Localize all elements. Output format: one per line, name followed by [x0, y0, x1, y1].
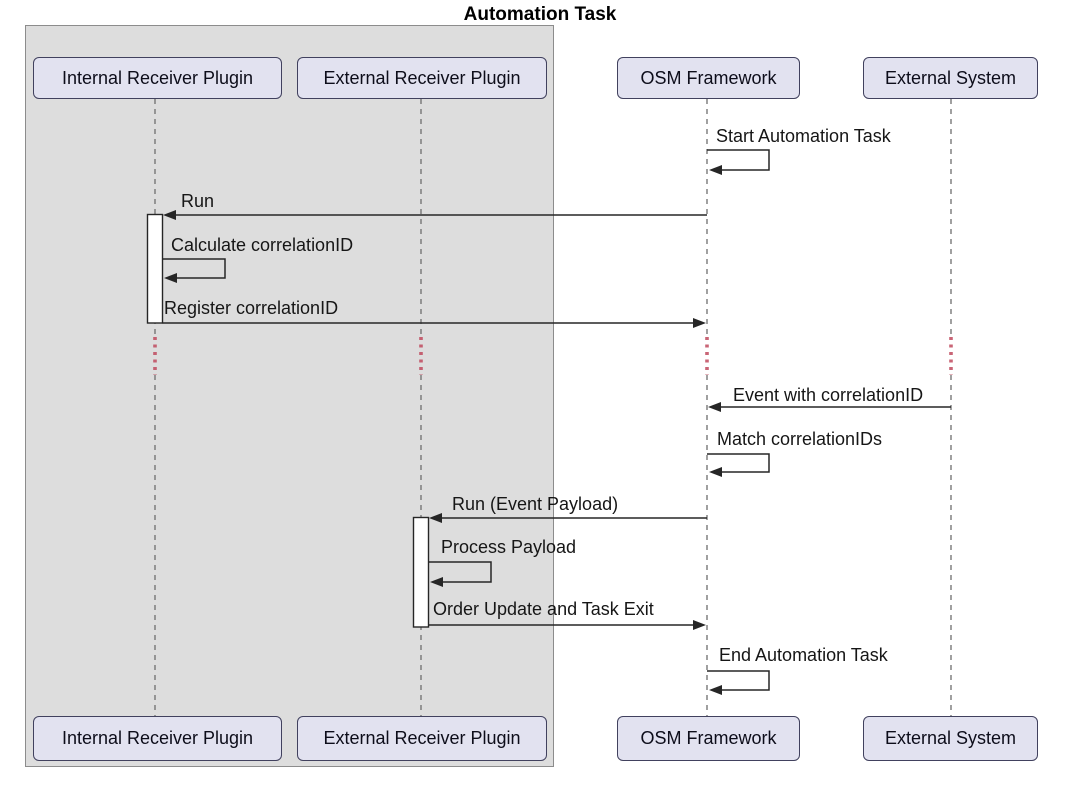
arrowhead-event-with-correlationid: [708, 402, 721, 412]
automation-task-frame: [25, 25, 554, 767]
message-label-register-correlationid: Register correlationID: [164, 298, 339, 318]
self-message-calculate-correlationid: [162, 258, 226, 279]
participant-osm-framework-bottom: OSM Framework: [617, 716, 800, 761]
participant-internal-receiver-plugin-bottom: Internal Receiver Plugin: [33, 716, 282, 761]
arrowhead-run: [163, 210, 176, 220]
participant-external-system-bottom: External System: [863, 716, 1038, 761]
arrowhead-end-automation-task: [709, 685, 722, 695]
arrowhead-register-correlationid: [693, 318, 706, 328]
activation-bar-external-receiver-plugin: [412, 516, 430, 628]
message-label-match-correlationids: Match correlationIDs: [717, 429, 883, 449]
message-label-process-payload: Process Payload: [441, 537, 577, 557]
arrowhead-match-correlationids: [709, 467, 722, 477]
arrowhead-calculate-correlationid: [164, 273, 177, 283]
arrowhead-run-event-payload: [429, 513, 442, 523]
arrowhead-process-payload: [430, 577, 443, 587]
participant-external-receiver-plugin-bottom: External Receiver Plugin: [297, 716, 547, 761]
participant-external-system-top: External System: [863, 57, 1038, 99]
arrowhead-start-automation-task: [709, 165, 722, 175]
message-label-calculate-correlationid: Calculate correlationID: [171, 235, 354, 255]
frame-title: Automation Task: [463, 4, 617, 25]
message-label-run-event-payload: Run (Event Payload): [452, 494, 619, 514]
activation-bar-internal-receiver-plugin: [146, 213, 164, 324]
message-label-event-with-correlationid: Event with correlationID: [733, 385, 924, 405]
participant-internal-receiver-plugin-top: Internal Receiver Plugin: [33, 57, 282, 99]
participant-external-receiver-plugin-top: External Receiver Plugin: [297, 57, 547, 99]
message-label-run: Run: [181, 191, 215, 211]
self-message-start-automation-task: [707, 149, 770, 171]
message-label-start-automation-task: Start Automation Task: [716, 126, 891, 146]
message-label-order-update-task-exit: Order Update and Task Exit: [433, 599, 654, 619]
arrowhead-order-update-task-exit: [693, 620, 706, 630]
self-message-process-payload: [428, 561, 492, 583]
participant-osm-framework-top: OSM Framework: [617, 57, 800, 99]
self-message-match-correlationids: [707, 453, 770, 473]
self-message-end-automation-task: [707, 670, 770, 691]
message-label-end-automation-task: End Automation Task: [719, 645, 888, 665]
